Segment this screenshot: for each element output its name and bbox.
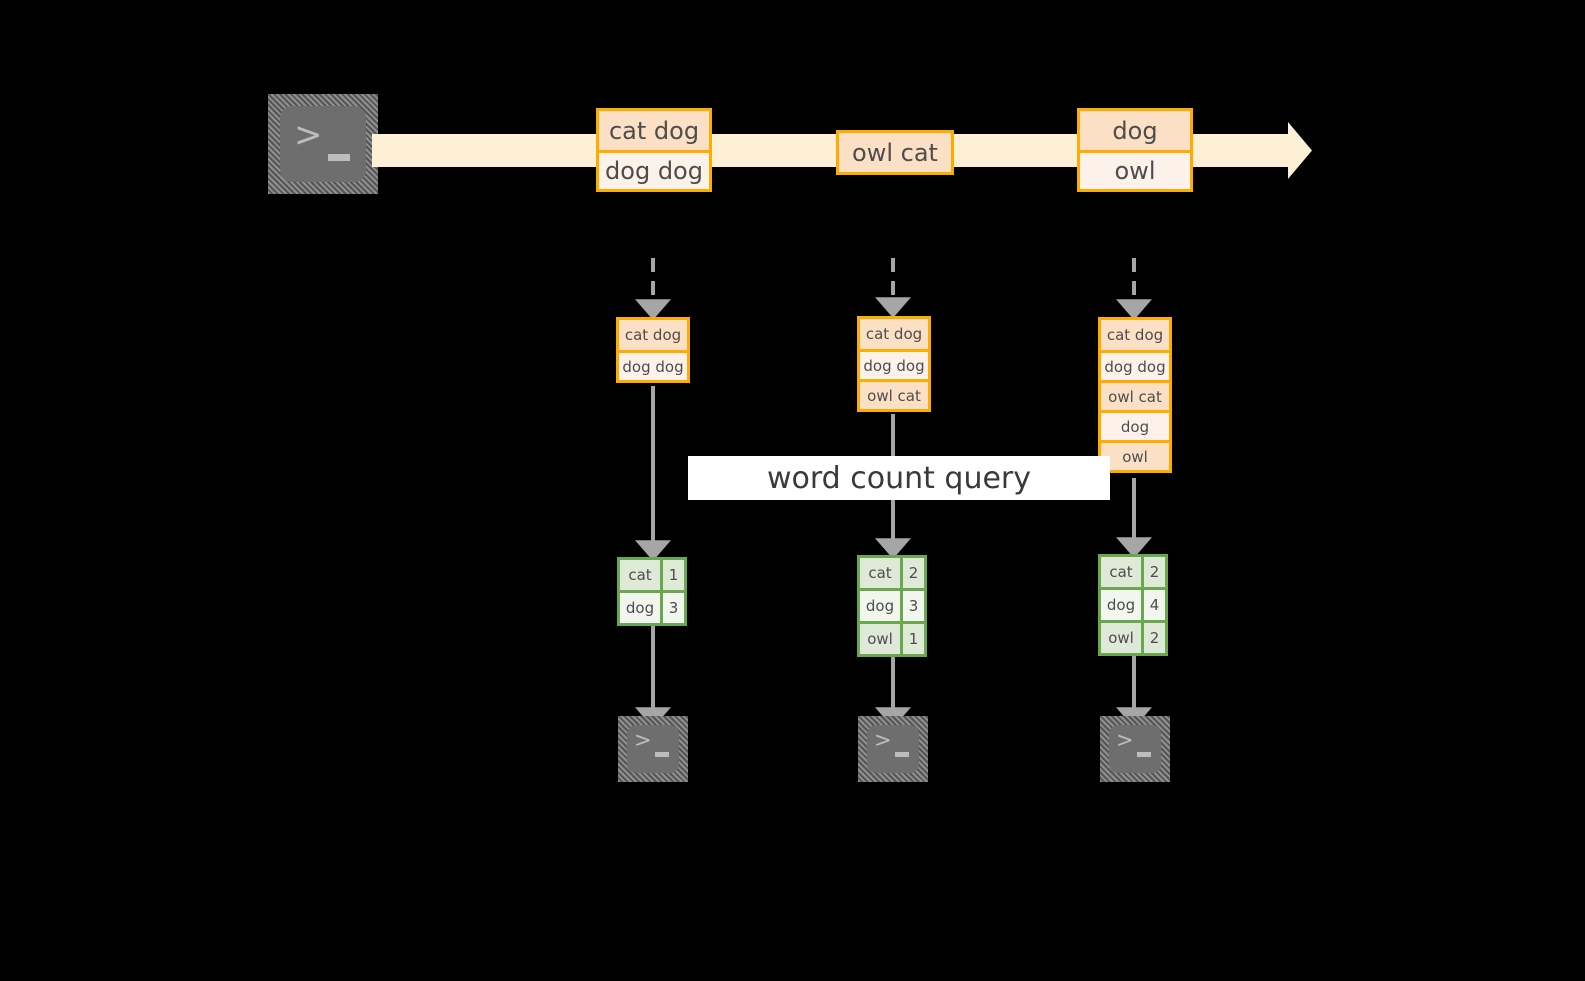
stream-record-line: dog [1080, 111, 1190, 150]
result-word: cat [1101, 557, 1141, 587]
snapshot-3-sink-terminal-icon[interactable]: > [1100, 716, 1170, 782]
snapshot-1-result-table: cat 1 dog 3 [617, 557, 687, 626]
result-word: dog [860, 591, 900, 621]
result-word: dog [1101, 590, 1141, 620]
prompt-cursor-icon [655, 752, 669, 757]
table-row: cat 1 [620, 560, 684, 590]
terminal-screen: > [867, 725, 919, 773]
prompt-cursor-icon [895, 752, 909, 757]
stream-record-group-1: cat dog dog dog [596, 108, 712, 192]
snapshot-record-row: dog [1101, 410, 1169, 440]
snapshot-record-row: owl cat [860, 379, 928, 409]
result-count: 2 [1141, 623, 1165, 653]
result-count: 4 [1141, 590, 1165, 620]
prompt-chevron-icon: > [294, 115, 323, 155]
snapshot-record-row: dog dog [1101, 350, 1169, 380]
snapshot-3-result-table: cat 2 dog 4 owl 2 [1098, 554, 1168, 656]
result-count: 1 [660, 560, 684, 590]
prompt-chevron-icon: > [874, 728, 892, 752]
stream-record-line: owl [1080, 150, 1190, 189]
snapshot-2-sink-terminal-icon[interactable]: > [858, 716, 928, 782]
stream-record-group-3: dog owl [1077, 108, 1193, 192]
table-row: owl 2 [1101, 620, 1165, 653]
table-row: dog 3 [860, 588, 924, 621]
result-word: dog [620, 593, 660, 623]
stream-arrow-head-icon [1288, 122, 1312, 179]
result-word: owl [860, 624, 900, 654]
snapshot-1-record-stack: cat dog dog dog [616, 317, 690, 383]
snapshot-record-row: cat dog [860, 319, 928, 349]
stream-record-line: cat dog [599, 111, 709, 150]
terminal-screen: > [1109, 725, 1161, 773]
snapshot-record-row: cat dog [619, 320, 687, 350]
prompt-chevron-icon: > [1116, 728, 1134, 752]
terminal-screen: > [280, 106, 366, 182]
snapshot-record-row: owl [1101, 440, 1169, 470]
snapshot-record-row: owl cat [1101, 380, 1169, 410]
snapshot-record-row: dog dog [860, 349, 928, 379]
table-row: cat 2 [1101, 557, 1165, 587]
table-row: dog 4 [1101, 587, 1165, 620]
table-row: owl 1 [860, 621, 924, 654]
snapshot-record-row: dog dog [619, 350, 687, 380]
table-row: cat 2 [860, 558, 924, 588]
query-label-band: word count query [688, 456, 1110, 500]
snapshot-2-result-table: cat 2 dog 3 owl 1 [857, 555, 927, 657]
snapshot-2-record-stack: cat dog dog dog owl cat [857, 316, 931, 412]
prompt-chevron-icon: > [634, 728, 652, 752]
result-count: 3 [900, 591, 924, 621]
result-count: 2 [1141, 557, 1165, 587]
stream-record-line: dog dog [599, 150, 709, 189]
result-count: 2 [900, 558, 924, 588]
snapshot-1-sink-terminal-icon[interactable]: > [618, 716, 688, 782]
prompt-cursor-icon [328, 154, 350, 161]
stream-record-group-2: owl cat [836, 130, 954, 175]
result-word: cat [620, 560, 660, 590]
result-count: 1 [900, 624, 924, 654]
snapshot-3-record-stack: cat dog dog dog owl cat dog owl [1098, 317, 1172, 473]
table-row: dog 3 [620, 590, 684, 623]
prompt-cursor-icon [1137, 752, 1151, 757]
query-label: word count query [766, 460, 1032, 496]
stream-record-line: owl cat [839, 133, 951, 172]
terminal-screen: > [627, 725, 679, 773]
result-word: owl [1101, 623, 1141, 653]
snapshot-record-row: cat dog [1101, 320, 1169, 350]
source-terminal-icon[interactable]: > [268, 94, 378, 194]
result-word: cat [860, 558, 900, 588]
result-count: 3 [660, 593, 684, 623]
